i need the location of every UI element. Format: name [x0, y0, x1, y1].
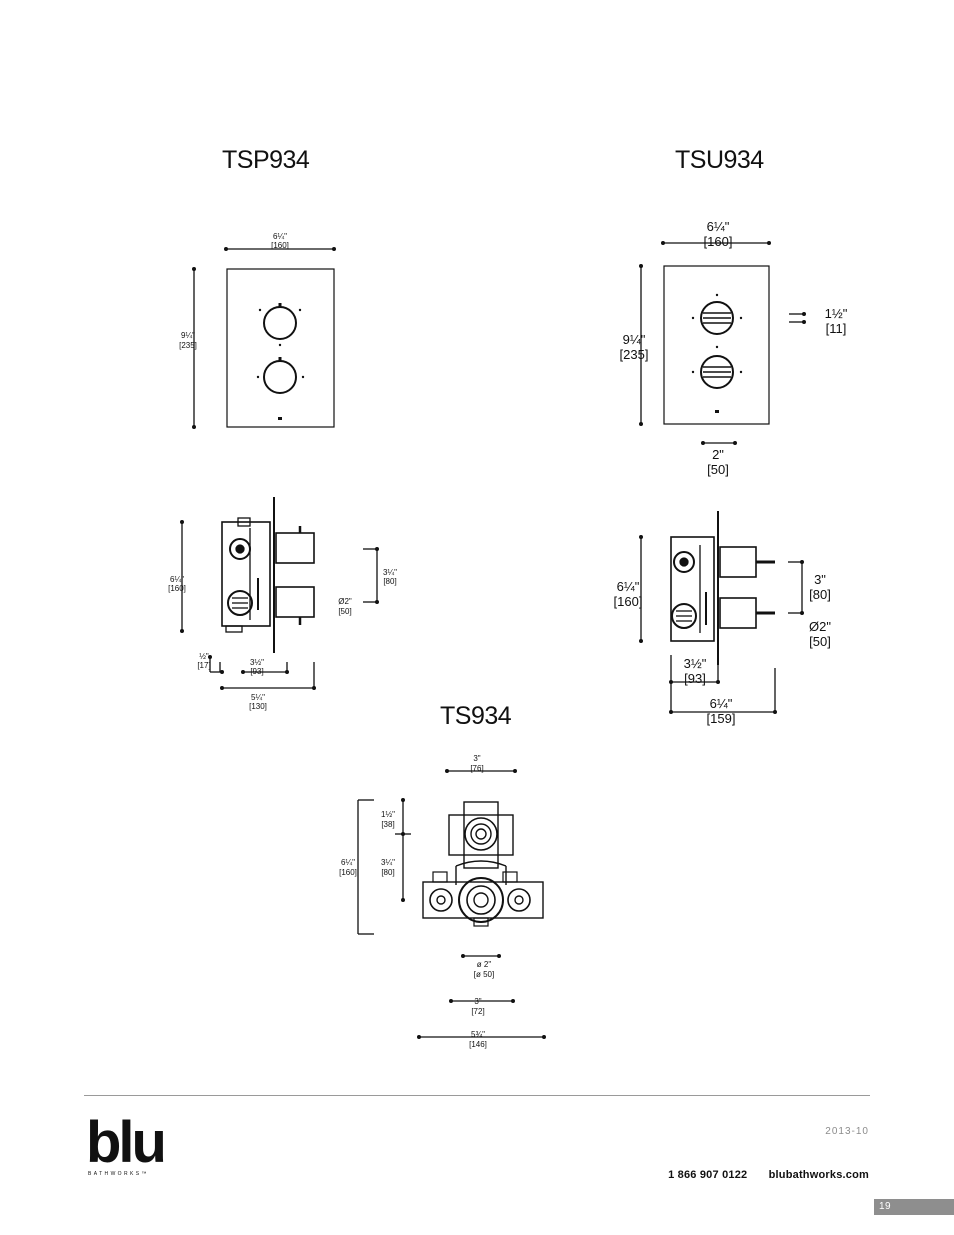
tsp-side-height: 6¼" — [170, 575, 184, 584]
tsp-side-bottom-a: ½" — [199, 652, 209, 661]
tsp-side-right-a-mm: [80] — [383, 577, 396, 586]
ts-bottom-a-mm: [72] — [471, 1007, 484, 1016]
ts-bottom-b-mm: [146] — [469, 1040, 487, 1049]
tsp-side-height-mm: [160] — [168, 584, 186, 593]
tsu-front-depth-mm: [11] — [826, 321, 847, 336]
tsu-front-width-mm: [160] — [704, 234, 733, 249]
blu-logo: blu BATHWORKS™ — [86, 1110, 167, 1178]
tsu-side-right-a-mm: [80] — [809, 587, 831, 602]
ts-top: 3" — [473, 754, 480, 763]
ts-left-c-mm: [160] — [339, 868, 357, 877]
tsu-front-height-mm: [235] — [620, 347, 649, 362]
tsu-side-right-a: 3" — [814, 572, 826, 587]
tsu934-title: TSU934 — [675, 146, 764, 174]
footer-divider — [84, 1095, 870, 1096]
ts-left-a: 1½" — [381, 810, 395, 819]
tsu-front-width: 6¼" — [707, 219, 730, 234]
ts-top-mm: [76] — [470, 764, 483, 773]
ts-bottom-b: 5¾" — [471, 1030, 485, 1039]
tsp-side-bottom-b: 3½" — [250, 658, 264, 667]
tsp-side-bottom-c-mm: [130] — [249, 702, 267, 711]
contact-info: 1 866 907 0122 blubathworks.com — [668, 1169, 869, 1181]
tsu-front-height: 9¼" — [623, 332, 646, 347]
tsu-side-bottom-b: 6¼" — [710, 696, 733, 711]
tsp-front-width: 6¼" — [273, 232, 287, 241]
ts-left-b-mm: [80] — [381, 868, 394, 877]
logo-word: blu — [86, 1110, 167, 1175]
tsp-side-right-b-mm: [50] — [338, 607, 351, 616]
tsu-side-height-mm: [160] — [614, 594, 643, 609]
revision-date: 2013-10 — [825, 1126, 869, 1137]
tsu-side-right-b-mm: [50] — [809, 634, 831, 649]
phone-number: 1 866 907 0122 — [668, 1169, 748, 1181]
tsp934-title: TSP934 — [222, 146, 310, 174]
tsu-front-depth: 1½" — [825, 306, 848, 321]
tsu-side-bottom-b-mm: [159] — [707, 711, 736, 726]
tsu-side-bottom-a-mm: [93] — [684, 671, 706, 686]
ts-bottom-a: 3" — [474, 997, 481, 1006]
tsp-side-bottom-b-mm: [93] — [250, 667, 263, 676]
tsp-front-width-mm: [160] — [271, 241, 289, 250]
ts-diameter-mm: [ø 50] — [474, 970, 494, 979]
tsp-side-bottom-a-mm: [17] — [197, 661, 210, 670]
tsu-side-height: 6¼" — [617, 579, 640, 594]
tsu-side-bottom-a: 3½" — [684, 656, 707, 671]
page-number-box: 19 — [874, 1199, 954, 1215]
tsp-front-height: 9¼" — [181, 331, 195, 340]
ts-left-a-mm: [38] — [381, 820, 394, 829]
tsu-side-right-b: Ø2" — [809, 619, 831, 634]
tsp-side-right-b: Ø2" — [338, 597, 352, 606]
ts-left-b: 3¼" — [381, 858, 395, 867]
logo-subtitle: BATHWORKS™ — [88, 1171, 149, 1177]
tsp-side-right-a: 3¼" — [383, 568, 397, 577]
website-link[interactable]: blubathworks.com — [768, 1169, 869, 1181]
tsp-front-height-mm: [235] — [179, 341, 197, 350]
ts-left-c: 6¼" — [341, 858, 355, 867]
page-number: 19 — [879, 1201, 892, 1212]
ts934-title: TS934 — [440, 702, 512, 730]
tsu-front-bottom: 2" — [712, 447, 724, 462]
tsp-side-bottom-c: 5¼" — [251, 693, 265, 702]
tsu-front-bottom-mm: [50] — [707, 462, 729, 477]
ts-diameter: ø 2" — [477, 960, 492, 969]
